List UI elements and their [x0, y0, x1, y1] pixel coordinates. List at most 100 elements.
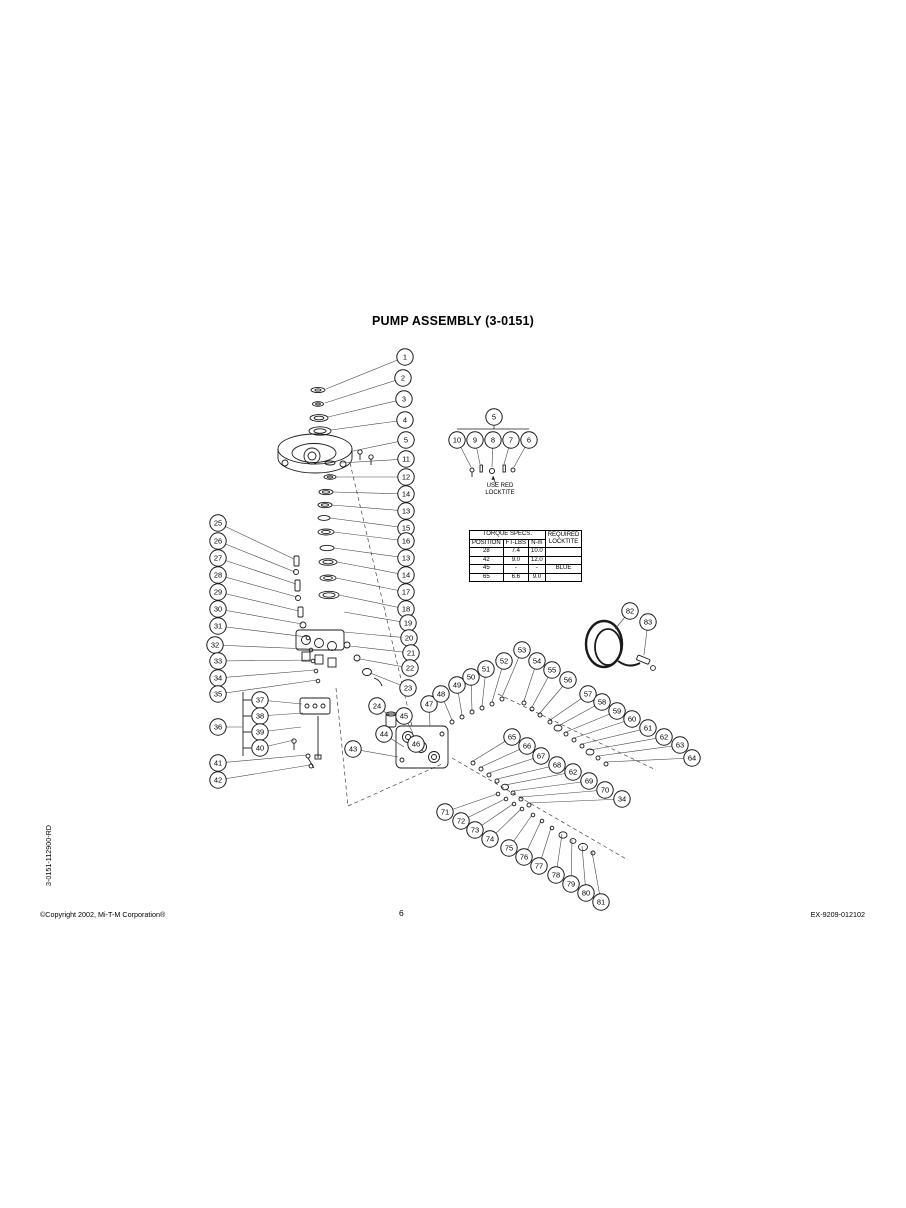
svg-text:63: 63: [676, 741, 684, 750]
svg-text:8: 8: [491, 436, 495, 445]
balloon-65: 65: [472, 728, 521, 762]
svg-text:28: 28: [214, 571, 222, 580]
svg-text:59: 59: [613, 707, 621, 716]
svg-text:69: 69: [585, 777, 593, 786]
svg-text:53: 53: [518, 646, 526, 655]
balloon-26: 26: [209, 532, 296, 573]
svg-text:34: 34: [214, 674, 222, 683]
svg-text:40: 40: [256, 744, 264, 753]
balloon-8: 8: [484, 431, 502, 468]
balloon-20: 20: [343, 629, 418, 647]
use-red-locktite-note: USE RED LOCKTITE: [476, 483, 524, 497]
svg-text:12: 12: [402, 473, 410, 482]
torque-table-cell: 7.4: [502, 547, 530, 557]
balloon-43: 43: [344, 740, 399, 758]
torque-table-cell: -: [528, 564, 546, 574]
balloon-70: 70: [520, 781, 614, 799]
svg-text:36: 36: [214, 723, 222, 732]
balloon-73: 73: [466, 803, 514, 839]
svg-text:2: 2: [401, 374, 405, 383]
balloon-11: 11: [340, 450, 415, 468]
svg-text:5: 5: [492, 413, 496, 422]
balloon-59: 59: [565, 702, 626, 733]
balloon-75: 75: [500, 814, 533, 857]
note-line-1: USE RED: [486, 483, 514, 489]
balloon-31: 31: [209, 617, 308, 638]
balloon-61: 61: [581, 719, 657, 745]
svg-text:62: 62: [660, 733, 668, 742]
balloon-2: 2: [324, 369, 412, 404]
svg-text:70: 70: [601, 786, 609, 795]
balloon-40: 40: [251, 739, 295, 757]
svg-text:77: 77: [535, 862, 543, 871]
svg-text:50: 50: [467, 673, 475, 682]
balloon-5: 5: [352, 431, 415, 452]
torque-table-cell: [544, 547, 583, 557]
balloon-3: 3: [327, 390, 413, 418]
balloon-79: 79: [562, 839, 580, 893]
seal-stack-drawing: [317, 460, 340, 600]
svg-text:76: 76: [520, 853, 528, 862]
balloon-67: 67: [488, 747, 550, 774]
svg-text:45: 45: [400, 712, 408, 721]
svg-text:61: 61: [644, 724, 652, 733]
balloon-37: 37: [251, 691, 303, 709]
svg-text:78: 78: [552, 871, 560, 880]
balloon-80: 80: [577, 845, 595, 902]
svg-text:62: 62: [569, 768, 577, 777]
col-nm: N-m: [528, 538, 546, 548]
copyright-text: ©Copyright 2002, Mi-T-M Corporation®: [40, 910, 166, 919]
balloon-71: 71: [436, 793, 498, 821]
hardware-chains-drawing: [449, 696, 609, 856]
svg-text:81: 81: [597, 898, 605, 907]
balloon-82: 82: [614, 602, 639, 630]
svg-text:33: 33: [214, 657, 222, 666]
crankcase-drawing: [295, 629, 397, 728]
svg-text:3: 3: [402, 395, 406, 404]
svg-text:30: 30: [214, 605, 222, 614]
balloon-63: 63: [597, 736, 689, 757]
callout-balloons: 1234511121413151613141718192021222325262…: [206, 348, 701, 911]
balloon-13: 13: [333, 547, 415, 567]
svg-text:26: 26: [214, 537, 222, 546]
svg-text:9: 9: [473, 436, 477, 445]
balloon-74: 74: [481, 808, 522, 848]
svg-text:34: 34: [618, 795, 626, 804]
svg-text:29: 29: [214, 588, 222, 597]
balloon-7: 7: [502, 431, 520, 465]
svg-text:68: 68: [553, 761, 561, 770]
torque-table-cell: 10.0: [528, 547, 546, 557]
svg-text:6: 6: [527, 436, 531, 445]
svg-text:71: 71: [441, 808, 449, 817]
balloon-62: 62: [504, 763, 582, 786]
svg-text:55: 55: [548, 666, 556, 675]
balloon-72: 72: [452, 798, 506, 830]
balloon-81: 81: [591, 851, 610, 911]
balloon-42: 42: [209, 764, 311, 789]
torque-table-title: TORQUE SPECS.: [469, 530, 546, 540]
balloon-39: 39: [251, 723, 302, 741]
balloon-19: 19: [343, 611, 417, 632]
torque-table-cell: 6.6: [502, 572, 530, 582]
svg-text:60: 60: [628, 715, 636, 724]
svg-text:32: 32: [211, 641, 219, 650]
balloon-52: 52: [491, 652, 513, 703]
svg-text:79: 79: [567, 880, 575, 889]
svg-text:58: 58: [598, 698, 606, 707]
balloon-78: 78: [547, 833, 565, 884]
torque-table-cell: [544, 572, 583, 582]
balloon-64: 64: [605, 749, 701, 767]
balloon-83: 83: [639, 613, 657, 656]
svg-text:57: 57: [584, 690, 592, 699]
svg-text:18: 18: [402, 605, 410, 614]
torque-table-row: 45--BLUE: [469, 564, 583, 574]
balloon-32: 32: [206, 636, 311, 654]
torque-table-cell: BLUE: [544, 564, 583, 574]
svg-text:4: 4: [403, 416, 407, 425]
balloon-21: 21: [349, 644, 420, 662]
balloon-76: 76: [515, 820, 542, 866]
balloon-5: 5: [485, 408, 503, 426]
